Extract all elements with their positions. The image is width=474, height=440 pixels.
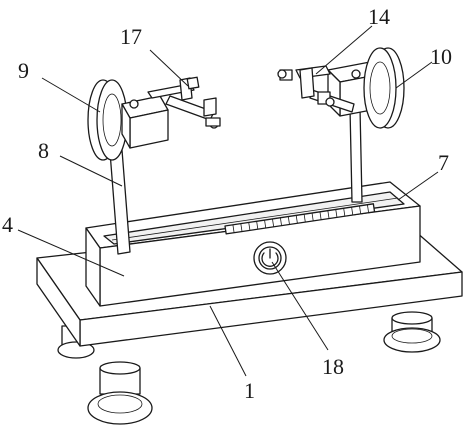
callout-17: 17 — [120, 24, 142, 49]
callout-7: 7 — [438, 150, 449, 175]
callout-8: 8 — [38, 138, 49, 163]
lead-screw — [224, 203, 376, 235]
callout-18: 18 — [322, 354, 344, 379]
power-button — [253, 241, 287, 275]
callout-10: 10 — [430, 44, 452, 69]
right-post — [349, 107, 363, 203]
left-motor-box — [121, 95, 169, 149]
callout-4: 4 — [2, 212, 13, 237]
left-disk — [87, 79, 128, 161]
callout-14: 14 — [368, 4, 390, 29]
guide-slot — [103, 191, 405, 245]
leader-lines — [17, 25, 439, 377]
foot-front-left — [87, 361, 153, 425]
callout-9: 9 — [18, 58, 29, 83]
foot-front-right — [383, 311, 441, 353]
left-clamp-arm — [147, 76, 221, 129]
callout-1: 1 — [244, 378, 255, 403]
callout-labels: 17 14 9 10 8 7 4 1 18 — [2, 4, 452, 403]
right-disk — [363, 47, 405, 129]
